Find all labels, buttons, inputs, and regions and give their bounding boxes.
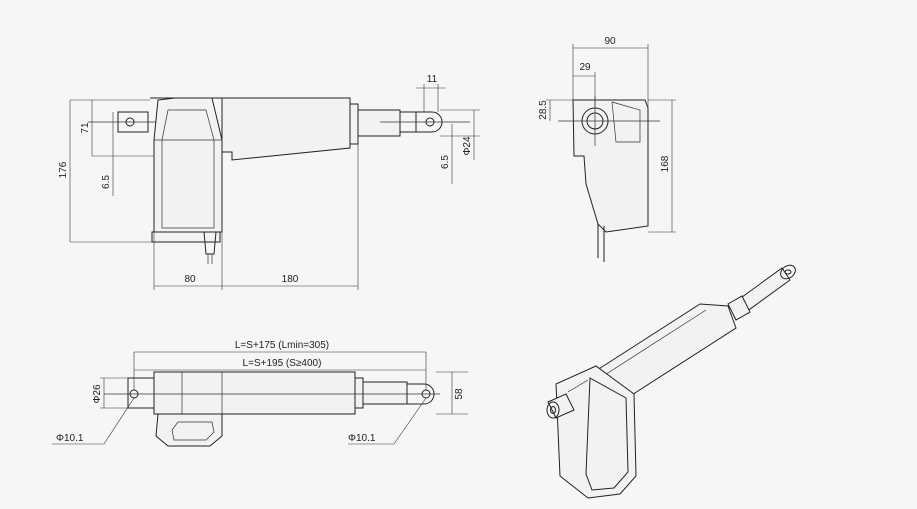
dim-l-stroke: L=S+195 (S≥400) (243, 358, 322, 369)
top-collar (354, 377, 364, 409)
isometric-view (546, 264, 796, 499)
dim-80: 80 (184, 274, 196, 285)
iso-rod-hole (784, 269, 792, 275)
extension-rod (357, 109, 401, 137)
housing-base (151, 231, 221, 243)
iso-rear-eye (546, 401, 560, 419)
dim-6-5-left: 6.5 (101, 175, 112, 189)
iso-tube-highlight (599, 309, 707, 379)
side-view: 176 71 6.5 11 Φ24 6.5 80 180 (58, 74, 480, 290)
iso-housing (555, 365, 637, 499)
dim-180: 180 (282, 274, 299, 285)
iso-rear-hole (550, 406, 556, 414)
dim-58: 58 (454, 388, 465, 400)
rod-collar (349, 103, 359, 145)
end-view-panel (611, 101, 641, 143)
dim-90: 90 (604, 36, 616, 47)
top-rear-mount (127, 377, 155, 409)
iso-collar (727, 295, 751, 321)
leader-left (52, 397, 135, 445)
top-view: L=S+175 (Lmin=305) L=S+195 (S≥400) Φ26 5… (52, 340, 468, 447)
end-view-housing (572, 99, 649, 233)
top-housing-inner (171, 421, 215, 441)
iso-housing-edge (567, 379, 589, 393)
dim-phi10-1-left: Φ10.1 (56, 433, 84, 444)
dim-28-5: 28.5 (538, 100, 549, 120)
dim-11: 11 (427, 74, 438, 85)
dim-168: 168 (660, 155, 671, 172)
dim-6-5-right: 6.5 (440, 155, 451, 169)
iso-rear-clevis (547, 393, 575, 419)
end-view-cable (597, 224, 605, 262)
top-housing (155, 413, 223, 447)
iso-housing-face (585, 377, 629, 491)
dim-l-min: L=S+175 (Lmin=305) (235, 340, 329, 351)
dim-176: 176 (58, 161, 69, 178)
rear-pin-hole (125, 117, 135, 127)
dim-29: 29 (579, 62, 591, 73)
dim-phi26: Φ26 (92, 384, 103, 404)
dim-71: 71 (80, 122, 91, 134)
dim-phi24: Φ24 (462, 136, 473, 156)
iso-rod-eye (780, 264, 796, 280)
top-body (153, 371, 356, 415)
cable-gland (203, 231, 217, 255)
leader-right (348, 397, 427, 445)
motor-housing (153, 97, 223, 233)
dim-phi10-1-right: Φ10.1 (348, 433, 376, 444)
top-rod (362, 381, 408, 405)
end-view: 90 29 28.5 168 (538, 36, 676, 262)
